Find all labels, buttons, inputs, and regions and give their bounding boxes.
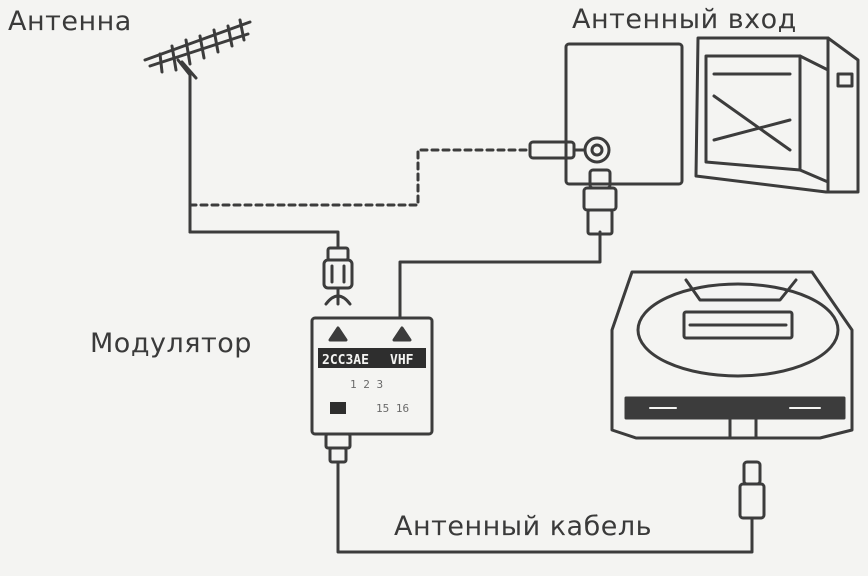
tv-input-plug-icon (582, 168, 618, 236)
modulator-label: Модулятор (90, 328, 252, 359)
tv-antenna-input-panel (528, 42, 684, 186)
modulator-panel-row2: 1 2 3 (350, 378, 383, 391)
rf-plug-icon (322, 246, 354, 306)
modulator-box (310, 300, 434, 436)
antenna-label: Антенна (8, 6, 132, 37)
game-console-icon (610, 270, 854, 440)
antenna-cable-label: Антенный кабель (394, 511, 653, 542)
modulator-panel-left-text: 2CC3AE (322, 353, 369, 368)
tv-icon (694, 36, 860, 194)
modulator-panel-right-text: VHF (390, 353, 414, 368)
modulator-panel-row3: 15 16 (376, 402, 409, 415)
antenna-input-label: Антенный вход (572, 4, 797, 35)
console-plug-icon (738, 460, 766, 520)
antenna-to-modulator-cable (188, 230, 340, 250)
modulator-connector-icon (324, 432, 352, 464)
modulator-to-tv-cable (398, 230, 602, 304)
antenna-cable-line (336, 460, 754, 554)
direct-antenna-cable (188, 148, 530, 207)
antenna-icon (143, 18, 252, 234)
